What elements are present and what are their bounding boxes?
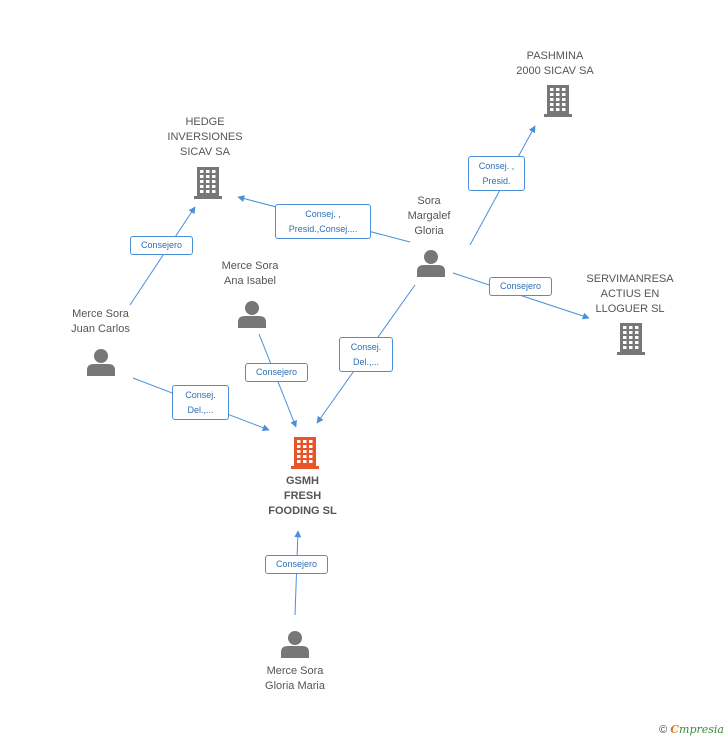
node-label-hedge[interactable]: HEDGE INVERSIONES SICAV SA	[167, 116, 243, 158]
node-label-pashmina[interactable]: PASHMINA 2000 SICAV SA	[516, 50, 594, 77]
edge-label-e7[interactable]: Consejero	[245, 363, 308, 382]
node-label-merce-juan[interactable]: Merce Sora Juan Carlos	[71, 308, 130, 335]
edge-label-e5[interactable]: Consejero	[130, 236, 193, 255]
edge-line-e5	[129, 206, 196, 306]
node-label-servimanresa[interactable]: SERVIMANRESA ACTIUS EN LLOGUER SL	[586, 273, 674, 315]
edge-label-e1[interactable]: Consej. , Presid.	[468, 156, 525, 191]
node-layer	[87, 85, 645, 658]
footer-credit: © Cmpresia	[659, 723, 724, 736]
brand-name: mpresia	[679, 723, 724, 736]
edge-label-e3[interactable]: Consejero	[489, 277, 552, 296]
edge-label-e4[interactable]: Consej. Del.,...	[339, 337, 393, 372]
building-icon-gsmh[interactable]	[291, 437, 319, 469]
copyright-symbol: ©	[659, 724, 668, 736]
node-label-gsmh[interactable]: GSMH FRESH FOODING SL	[268, 475, 337, 517]
building-icon-pashmina[interactable]	[544, 85, 572, 117]
person-icon-merce_juan[interactable]	[87, 349, 115, 376]
node-label-merce-gloria[interactable]: Merce Sora Gloria Maria	[265, 665, 325, 692]
node-label-sora-margalef[interactable]: Sora Margalef Gloria	[407, 195, 451, 237]
person-icon-sora_margalef[interactable]	[417, 250, 445, 277]
edge-label-e8[interactable]: Consejero	[265, 555, 328, 574]
brand-logo[interactable]: Cmpresia	[670, 723, 724, 736]
node-label-merce-ana[interactable]: Merce Sora Ana Isabel	[221, 260, 279, 287]
brand-initial: C	[670, 723, 680, 736]
edge-label-e6[interactable]: Consej. Del.,...	[172, 385, 229, 420]
person-icon-merce_ana[interactable]	[238, 301, 266, 328]
person-icon-merce_gloria[interactable]	[281, 631, 309, 658]
building-icon-hedge[interactable]	[194, 167, 222, 199]
edge-label-e2[interactable]: Consej. , Presid.,Consej....	[275, 204, 371, 239]
building-icon-servimanresa[interactable]	[617, 323, 645, 355]
